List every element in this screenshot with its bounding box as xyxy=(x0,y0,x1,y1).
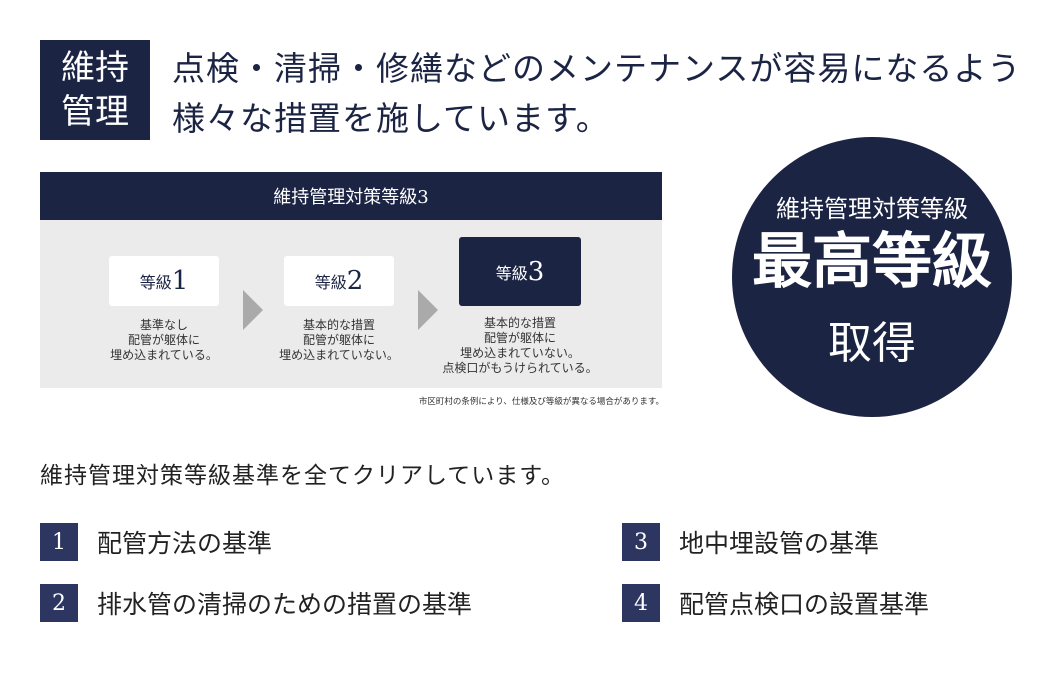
criteria-item: 1 配管方法の基準 xyxy=(40,523,272,561)
grade-number: 2 xyxy=(346,266,364,296)
criteria-subtitle: 維持管理対策等級基準を全てクリアしています。 xyxy=(40,463,566,489)
maintenance-badge: 維持 管理 xyxy=(40,40,150,140)
item-label: 配管点検口の設置基準 xyxy=(679,590,930,619)
arrow-right-icon xyxy=(243,290,263,330)
item-number: 2 xyxy=(40,584,78,622)
arrow-right-icon xyxy=(418,290,438,330)
criteria-item: 2 排水管の清掃のための措置の基準 xyxy=(40,584,472,622)
item-number: 4 xyxy=(622,584,660,622)
item-number: 3 xyxy=(622,523,660,561)
highest-grade-circle: 維持管理対策等級 最高等級 取得 xyxy=(732,137,1012,417)
headline-line-2: 様々な措置を施しています。 xyxy=(172,99,610,138)
grade-number: 1 xyxy=(171,266,189,296)
circle-line-3: 取得 xyxy=(828,318,916,369)
grade-number: 3 xyxy=(527,256,545,287)
criteria-item: 4 配管点検口の設置基準 xyxy=(622,584,929,622)
grade-prefix: 等級 xyxy=(139,273,172,292)
footnote: 市区町村の条例により、仕様及び等級が異なる場合があります。 xyxy=(418,397,664,407)
criteria-item: 3 地中埋設管の基準 xyxy=(622,523,879,561)
grade-2-desc: 基本的な措置 配管が躯体に 埋め込まれていない。 xyxy=(279,318,399,362)
item-label: 配管方法の基準 xyxy=(97,529,273,558)
grade-prefix: 等級 xyxy=(495,263,528,283)
item-number: 1 xyxy=(40,523,78,561)
headline-line-1: 点検・清掃・修繕などのメンテナンスが容易になるよう xyxy=(172,49,1022,88)
item-label: 排水管の清掃のための措置の基準 xyxy=(97,590,473,619)
item-label: 地中埋設管の基準 xyxy=(679,529,880,558)
grade-prefix: 等級 xyxy=(314,273,347,292)
circle-line-1: 維持管理対策等級 xyxy=(776,195,968,223)
panel-title: 維持管理対策等級3 xyxy=(40,172,662,220)
headline: 点検・清掃・修繕などのメンテナンスが容易になるよう 様々な措置を施しています。 xyxy=(172,44,1021,144)
grade-1-desc: 基準なし 配管が躯体に 埋め込まれている。 xyxy=(110,318,218,362)
grade-3-desc: 基本的な措置 配管が躯体に 埋め込まれていない。 点検口がもうけられている。 xyxy=(442,316,598,375)
circle-line-2: 最高等級 xyxy=(752,227,992,297)
